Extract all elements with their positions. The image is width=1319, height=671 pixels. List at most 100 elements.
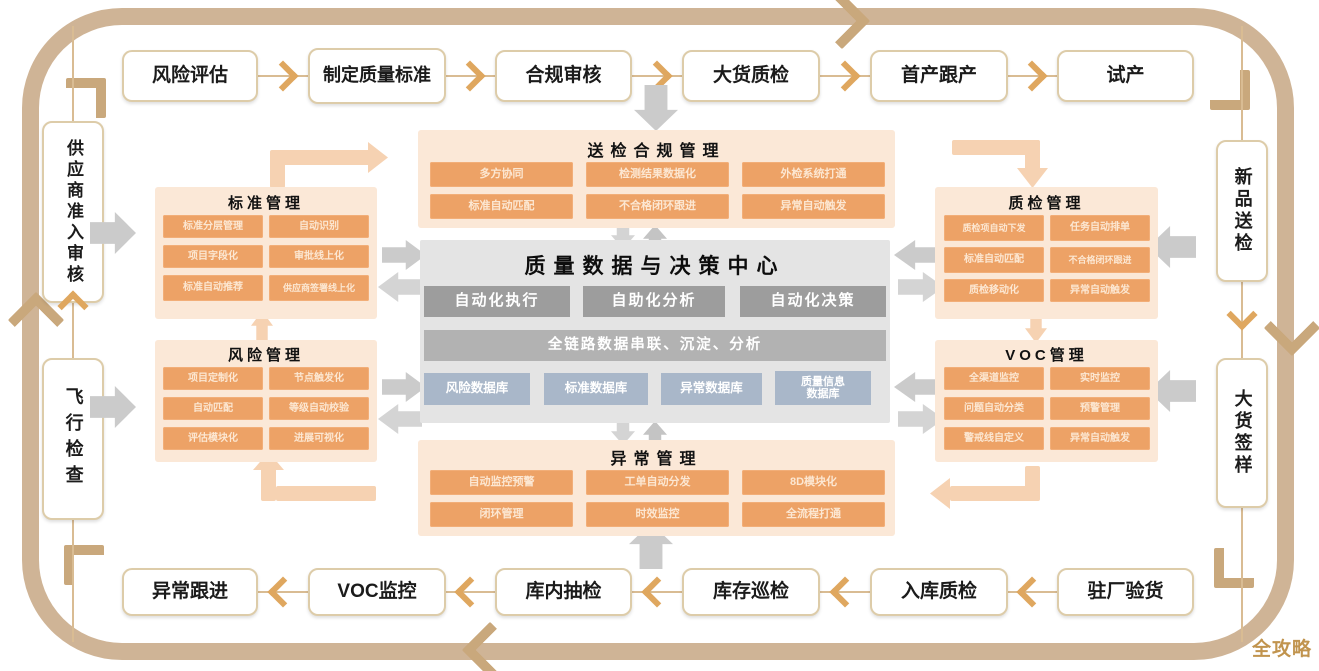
panel-qc-mgmt: 质检管理 质检项自动下发 任务自动排单 标准自动匹配 不合格闭环跟进 质检移动化… bbox=[935, 187, 1158, 319]
connector-line bbox=[1241, 282, 1243, 358]
feature-item: 全流程打通 bbox=[742, 502, 885, 527]
feature-item: 评估模块化 bbox=[163, 427, 263, 450]
panel-standard-mgmt: 标准管理 标准分层管理 自动识别 项目字段化 审批线上化 标准自动推荐 供应商签… bbox=[155, 187, 377, 319]
database-box: 标准数据库 bbox=[544, 373, 648, 405]
elbow-arrow-segment bbox=[952, 140, 1040, 155]
feature-item: 预警管理 bbox=[1050, 397, 1150, 420]
flow-step-factory-inspection: 驻厂验货 bbox=[1057, 568, 1194, 616]
feature-item: 自动监控预警 bbox=[430, 470, 573, 495]
flow-step-flight-check: 飞行检查 bbox=[42, 358, 104, 520]
panel-title: 异常管理 bbox=[610, 451, 703, 468]
flow-step-warehouse-sampling: 库内抽检 bbox=[495, 568, 632, 616]
connector-line bbox=[446, 75, 495, 77]
connector-line bbox=[72, 26, 74, 121]
data-center-title: 质量数据与决策中心 bbox=[524, 255, 786, 278]
feature-item: 标准自动匹配 bbox=[430, 194, 573, 219]
flow-step-voc-monitoring: VOC监控 bbox=[308, 568, 446, 616]
panel-voc-mgmt: VOC管理 全渠道监控 实时监控 问题自动分类 预警管理 警戒线自定义 异常自动… bbox=[935, 340, 1158, 462]
feature-item: 自动识别 bbox=[269, 215, 369, 238]
feature-item: 进展可视化 bbox=[269, 427, 369, 450]
elbow-arrow-segment bbox=[950, 486, 1040, 501]
flow-step-bulk-sample-signoff: 大货签样 bbox=[1216, 358, 1268, 508]
feature-item: 8D模块化 bbox=[742, 470, 885, 495]
flow-step-inbound-inspection: 入库质检 bbox=[870, 568, 1008, 616]
feature-item: 异常自动触发 bbox=[1050, 427, 1150, 450]
feature-item: 实时监控 bbox=[1050, 367, 1150, 390]
connector-line bbox=[1008, 591, 1057, 593]
panel-data-center: 质量数据与决策中心 自动化执行 自助化分析 自动化决策 全链路数据串联、沉淀、分… bbox=[420, 240, 890, 423]
database-box: 质量信息数据库 bbox=[775, 371, 871, 405]
capability-box: 自动化执行 bbox=[424, 286, 570, 317]
feature-item: 审批线上化 bbox=[269, 245, 369, 268]
panel-risk-mgmt: 风险管理 项目定制化 节点触发化 自动匹配 等级自动校验 评估模块化 进展可视化 bbox=[155, 340, 377, 462]
data-layer-box: 全链路数据串联、沉淀、分析 bbox=[424, 330, 886, 361]
feature-item: 质检移动化 bbox=[944, 279, 1044, 302]
capability-box: 自助化分析 bbox=[583, 286, 725, 317]
feature-item: 工单自动分发 bbox=[586, 470, 729, 495]
feature-item: 警戒线自定义 bbox=[944, 427, 1044, 450]
feature-item: 项目字段化 bbox=[163, 245, 263, 268]
elbow-arrow-segment bbox=[1025, 140, 1040, 170]
panel-title: 送检合规管理 bbox=[587, 143, 726, 160]
feature-item: 标准自动匹配 bbox=[944, 247, 1044, 273]
feature-item: 异常自动触发 bbox=[1050, 279, 1150, 302]
panel-exception-mgmt: 异常管理 自动监控预警 工单自动分发 8D模块化 闭环管理 时效监控 全流程打通 bbox=[418, 440, 895, 536]
connector-line bbox=[72, 303, 74, 358]
feature-item: 外检系统打通 bbox=[742, 162, 885, 187]
ring-arrow-sw-icon bbox=[1214, 548, 1254, 588]
feature-item: 标准自动推荐 bbox=[163, 275, 263, 301]
watermark-text: 全攻略 bbox=[1252, 639, 1313, 660]
feature-item: 全渠道监控 bbox=[944, 367, 1044, 390]
connector-line bbox=[1008, 75, 1057, 77]
feature-item: 时效监控 bbox=[586, 502, 729, 527]
feature-item: 不合格闭环跟进 bbox=[586, 194, 729, 219]
capability-box: 自动化决策 bbox=[740, 286, 886, 317]
elbow-arrow-segment bbox=[276, 486, 376, 501]
flow-step-set-quality-standard: 制定质量标准 bbox=[308, 48, 446, 104]
feature-item: 供应商签署线上化 bbox=[269, 275, 369, 301]
feature-item: 节点触发化 bbox=[269, 367, 369, 390]
connector-line bbox=[72, 520, 74, 642]
feature-item: 项目定制化 bbox=[163, 367, 263, 390]
elbow-arrow-segment bbox=[270, 150, 370, 165]
connector-line bbox=[820, 75, 870, 77]
ring-arrow-ne-icon bbox=[66, 78, 106, 118]
connector-line bbox=[632, 591, 682, 593]
cycle-ring bbox=[22, 8, 1294, 660]
database-box: 异常数据库 bbox=[661, 373, 762, 405]
flow-step-exception-follow: 异常跟进 bbox=[122, 568, 258, 616]
connector-line bbox=[632, 75, 682, 77]
connector-line bbox=[820, 591, 870, 593]
flow-step-compliance-review: 合规审核 bbox=[495, 50, 632, 102]
feature-item: 闭环管理 bbox=[430, 502, 573, 527]
feature-item: 任务自动排单 bbox=[1050, 215, 1150, 241]
feature-item: 标准分层管理 bbox=[163, 215, 263, 238]
flow-step-risk-assessment: 风险评估 bbox=[122, 50, 258, 102]
panel-title: 风险管理 bbox=[227, 347, 304, 364]
connector-line bbox=[1241, 26, 1243, 140]
ring-arrow-nw-icon bbox=[64, 545, 104, 585]
feature-item: 等级自动校验 bbox=[269, 397, 369, 420]
feature-item: 问题自动分类 bbox=[944, 397, 1044, 420]
database-box-label: 质量信息数据库 bbox=[801, 375, 845, 400]
flow-step-inventory-patrol: 库存巡检 bbox=[682, 568, 820, 616]
feature-item: 多方协同 bbox=[430, 162, 573, 187]
connector-line bbox=[258, 591, 308, 593]
flow-step-bulk-inspection: 大货质检 bbox=[682, 50, 820, 102]
elbow-arrow-segment bbox=[261, 468, 276, 501]
ring-arrow-se-icon bbox=[1210, 70, 1250, 110]
connector-line bbox=[446, 591, 495, 593]
panel-inspection-compliance: 送检合规管理 多方协同 检测结果数据化 外检系统打通 标准自动匹配 不合格闭环跟… bbox=[418, 130, 895, 228]
connector-line bbox=[258, 75, 308, 77]
feature-item: 质检项自动下发 bbox=[944, 215, 1044, 241]
panel-title: VOC管理 bbox=[1005, 347, 1088, 364]
feature-item: 异常自动触发 bbox=[742, 194, 885, 219]
database-box: 风险数据库 bbox=[424, 373, 530, 405]
feature-item: 不合格闭环跟进 bbox=[1050, 247, 1150, 273]
flow-step-trial-production: 试产 bbox=[1057, 50, 1194, 102]
flow-step-new-product-inspection: 新品送检 bbox=[1216, 140, 1268, 282]
feature-item: 自动匹配 bbox=[163, 397, 263, 420]
feature-item: 检测结果数据化 bbox=[586, 162, 729, 187]
flow-step-supplier-admission-review: 供应商准入审核 bbox=[42, 121, 104, 303]
